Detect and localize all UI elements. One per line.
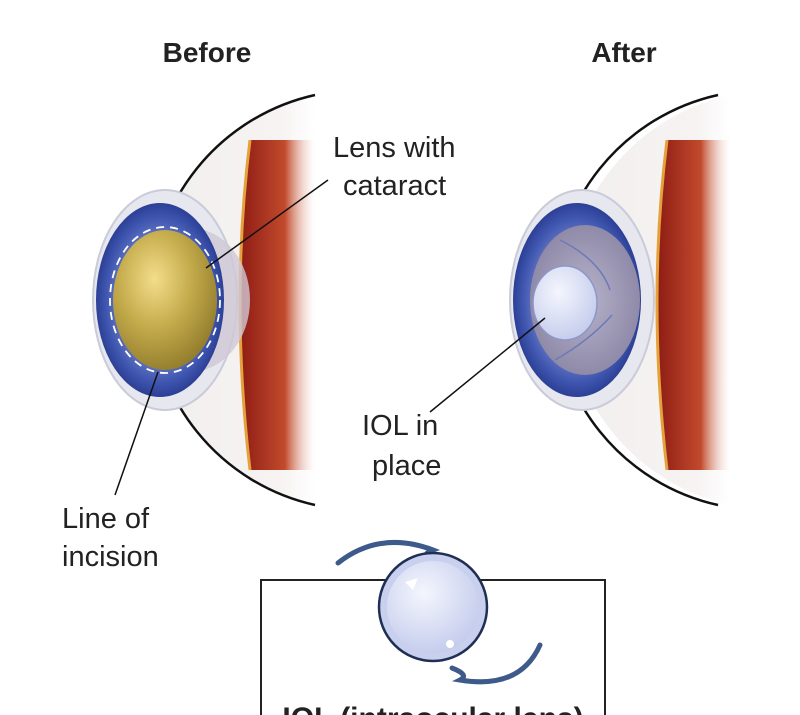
pointer-line <box>429 317 546 413</box>
haptic-bottom <box>449 642 543 685</box>
cataract-lens <box>113 230 217 370</box>
after-title: After <box>591 37 656 68</box>
pointer-line <box>114 371 159 496</box>
incision-line <box>109 226 221 374</box>
label-line-of-incision: Line of incision <box>62 503 159 573</box>
iol-implant <box>532 265 598 341</box>
eye-before <box>92 93 316 507</box>
eye-after <box>509 93 730 507</box>
inset-caption: IOL (intraocular lens) <box>282 702 583 715</box>
iol-inset: IOL (intraocular lens) <box>260 539 606 715</box>
label-iol-in-place: IOL in place <box>362 410 446 482</box>
before-title: Before <box>163 37 252 68</box>
pointer-line <box>205 179 329 269</box>
retina <box>240 140 315 470</box>
label-lens-with-cataract: Lens with cataract <box>333 132 464 202</box>
